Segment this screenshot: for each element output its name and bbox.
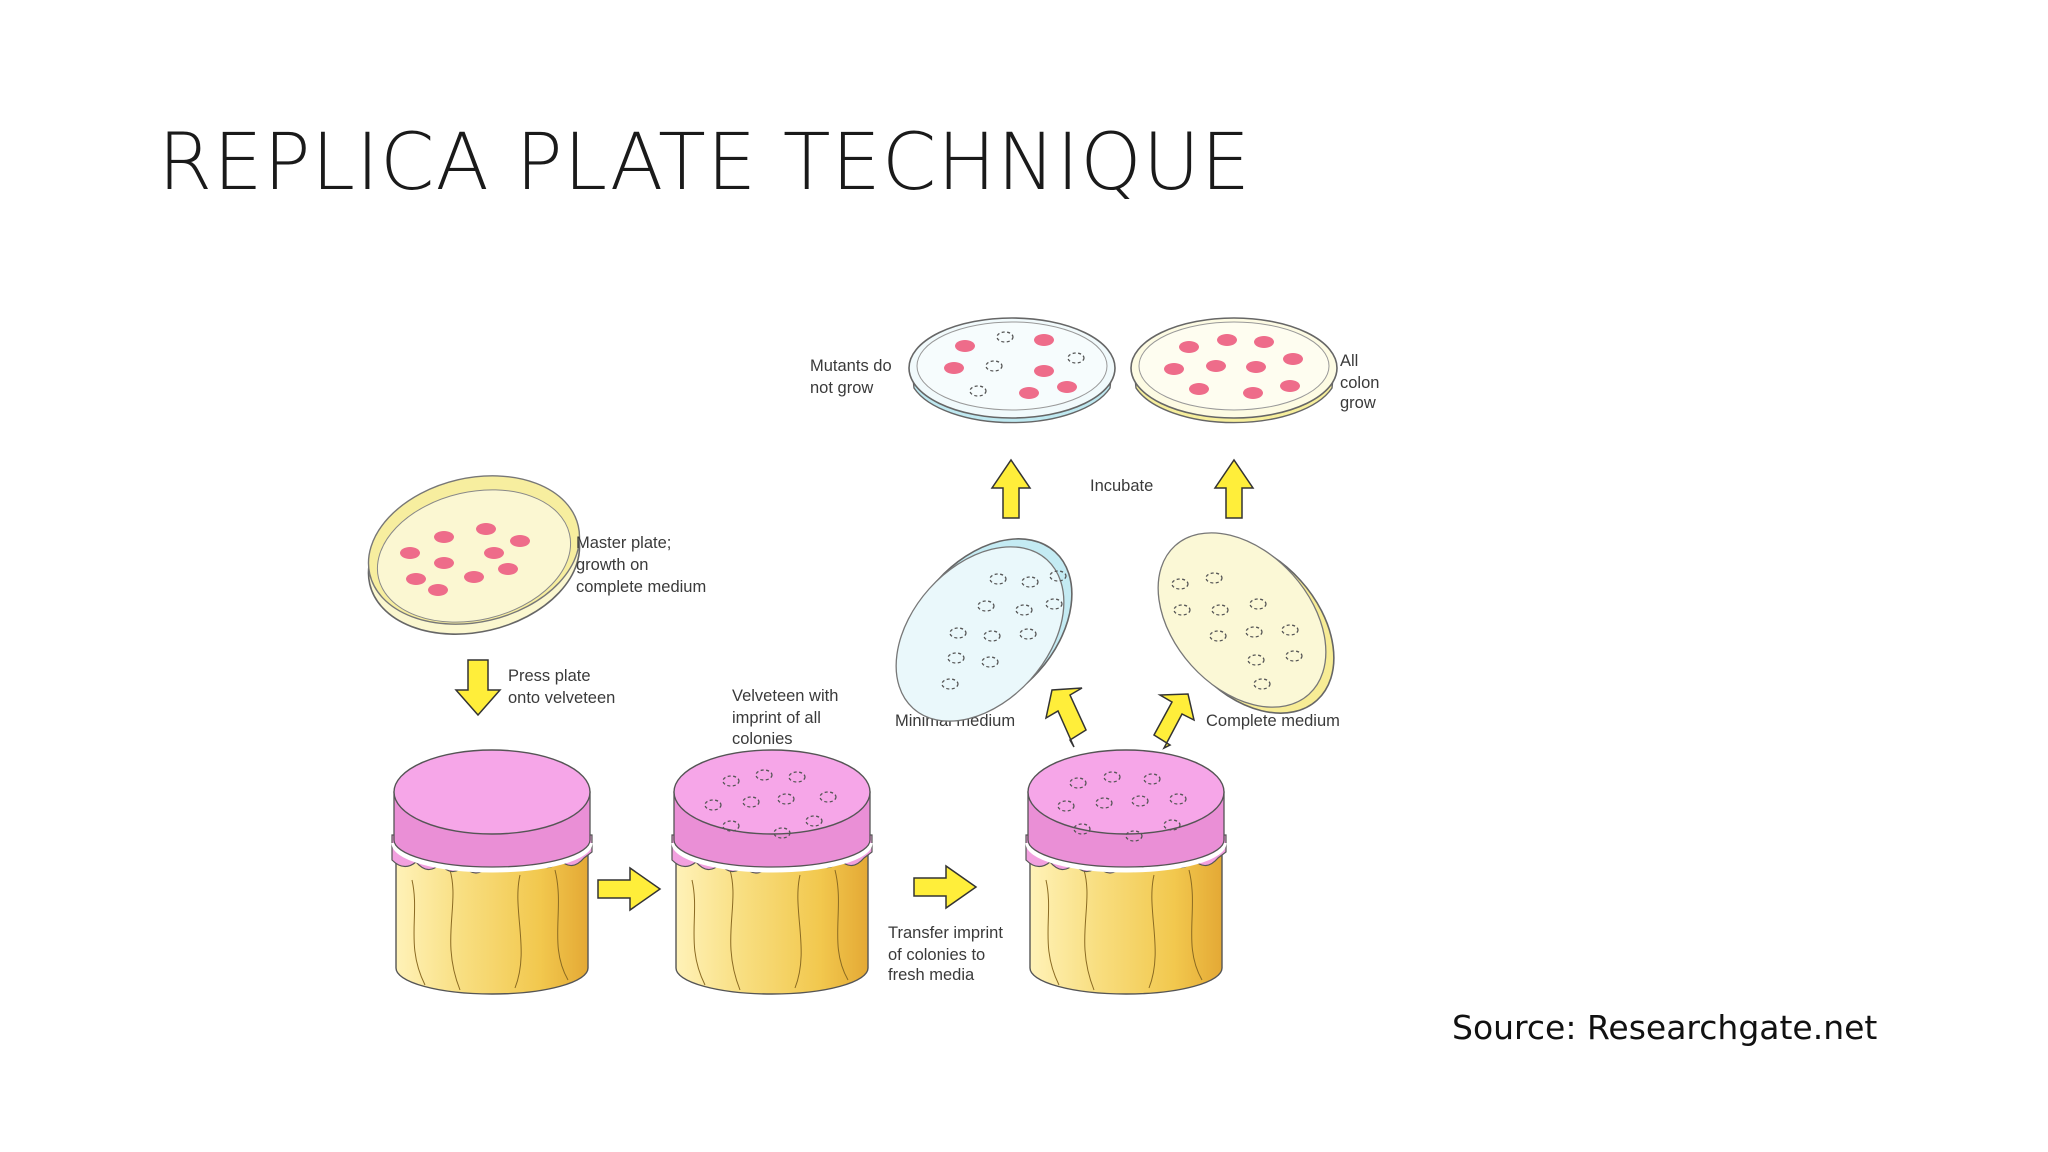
- press-plate-label: Press plate onto velveteen: [508, 667, 615, 707]
- mutants-label: Mutants do not grow: [810, 357, 896, 397]
- incubate-label: Incubate: [1090, 477, 1153, 495]
- incubated-complete-plate: [1130, 317, 1338, 424]
- arrow-up-icon: [1044, 687, 1087, 748]
- arrow-down-icon: [454, 659, 502, 717]
- master-plate-colonies: [400, 523, 530, 596]
- master-plate: [367, 475, 581, 635]
- slide-title: REPLICA PLATE TECHNIQUE: [158, 118, 1252, 208]
- incubated-minimal-plate: [908, 317, 1116, 424]
- velveteen-block-1: [391, 749, 593, 995]
- master-plate-label: Master plate; growth on complete medium: [576, 534, 706, 596]
- arrow-up-icon: [1213, 458, 1255, 519]
- arrow-up-icon: [1153, 693, 1196, 750]
- complete-medium-plate: [1157, 532, 1335, 714]
- velveteen-label: Velveteen with imprint of all colonies: [732, 687, 843, 748]
- velveteen-block-2: [671, 749, 873, 995]
- all-grow-label: All colon grow: [1340, 352, 1384, 412]
- arrow-right-icon: [913, 864, 978, 910]
- complete-medium-label: Complete medium: [1206, 712, 1340, 730]
- transfer-label: Transfer imprint of colonies to fresh me…: [888, 924, 1008, 984]
- velveteen-block-3: [1025, 749, 1227, 995]
- source-caption: Source: Researchgate.net: [1452, 1008, 1878, 1047]
- arrow-right-icon: [597, 866, 662, 912]
- incubated-minimal-colonies: [944, 334, 1077, 399]
- minimal-medium-plate: [895, 538, 1073, 722]
- incubated-complete-colonies: [1164, 334, 1303, 399]
- arrow-up-icon: [990, 458, 1032, 519]
